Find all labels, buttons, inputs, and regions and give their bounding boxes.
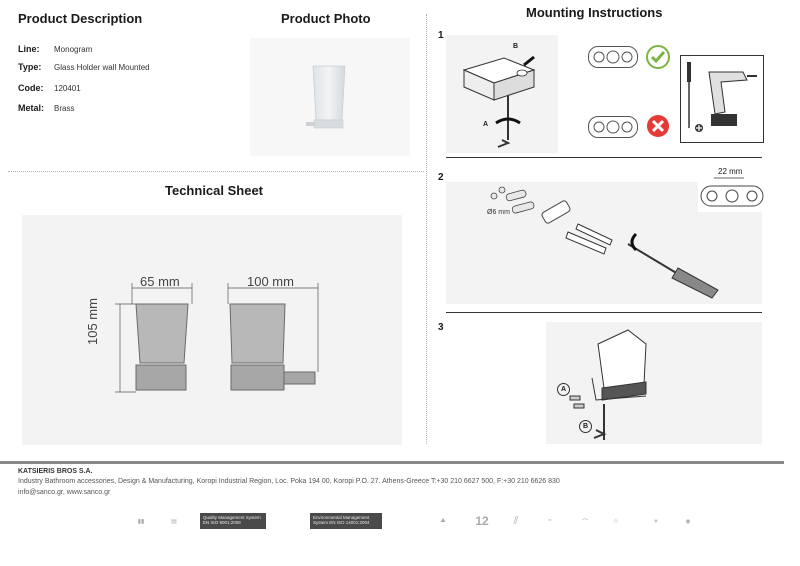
mounting-instructions-title: Mounting Instructions bbox=[526, 5, 663, 20]
step-2-number: 2 bbox=[438, 172, 444, 183]
footer-contact[interactable]: info@sanco.gr, www.sanco.gr bbox=[18, 489, 111, 496]
step-3-number: 3 bbox=[438, 322, 444, 333]
hotels-logo-icon: ▮▮ bbox=[137, 518, 145, 525]
iso9001-cert-icon: Quality Management System EN ISO 9001:20… bbox=[200, 510, 266, 532]
warranty-years-icon: 12 bbox=[475, 514, 489, 528]
screwdriver-icon bbox=[687, 62, 691, 128]
vertical-divider bbox=[426, 14, 427, 444]
spec-metal: Metal:Brass bbox=[18, 103, 75, 113]
drill-icon bbox=[708, 71, 757, 126]
cross-icon bbox=[646, 114, 670, 138]
wall-mount-arm bbox=[283, 371, 316, 385]
technical-sheet-title: Technical Sheet bbox=[165, 183, 264, 198]
brass-logo-icon: ⌒ bbox=[581, 519, 588, 526]
spacing-inset bbox=[698, 166, 766, 212]
dim-depth-label: 100 mm bbox=[247, 274, 294, 289]
glass-holder-photo bbox=[306, 65, 346, 129]
base-side bbox=[230, 364, 285, 391]
screws-icon bbox=[565, 223, 613, 255]
bracket-correct bbox=[588, 46, 638, 68]
technical-drawing bbox=[22, 215, 402, 445]
drill-size-label: Ø6 mm bbox=[487, 209, 510, 216]
sun-logo-icon: ☀ bbox=[653, 518, 659, 525]
iso14001-cert-icon: Environmental Management System EN ISO 1… bbox=[310, 510, 382, 532]
plus-icon bbox=[695, 124, 703, 132]
dimension-lines bbox=[115, 283, 319, 393]
glass-front bbox=[135, 303, 189, 364]
bracket-plate-icon bbox=[541, 200, 571, 224]
step-1-mount-illustration bbox=[446, 35, 558, 153]
step3-label-b: B bbox=[579, 420, 592, 433]
product-description-title: Product Description bbox=[18, 11, 143, 26]
dim-height-label: 105 mm bbox=[85, 298, 100, 345]
bracket-wrong bbox=[588, 116, 638, 138]
tools-box bbox=[680, 55, 764, 143]
spacing-label: 22 mm bbox=[718, 167, 743, 176]
eco-logo-icon: ◉ bbox=[685, 518, 691, 525]
footer-company: KATSIERIS BROS S.A. bbox=[18, 468, 93, 475]
quality-badge-icon: ▤ bbox=[171, 518, 177, 525]
step-divider-1 bbox=[446, 157, 762, 158]
mountain-logo-icon: ⛰ bbox=[440, 517, 446, 524]
base-front bbox=[135, 364, 187, 391]
recycle-logo-icon: ♲ bbox=[613, 518, 619, 525]
wall-anchors-icon bbox=[490, 186, 535, 214]
check-icon bbox=[646, 45, 670, 69]
spec-type: Type:Glass Holder wall Mounted bbox=[18, 62, 150, 72]
product-photo bbox=[250, 38, 410, 156]
step-1-number: 1 bbox=[438, 30, 444, 41]
spec-code: Code:120401 bbox=[18, 83, 81, 93]
spec-line: Line:Monogram bbox=[18, 44, 93, 54]
screwdriver-tool-icon bbox=[627, 232, 719, 299]
step-divider-2 bbox=[446, 312, 762, 313]
wave-logo-icon: ≈ bbox=[548, 518, 552, 524]
horizontal-divider bbox=[8, 171, 424, 172]
footer-address: Industry Bathroom accessories, Design & … bbox=[18, 478, 560, 485]
label-a: A bbox=[483, 121, 489, 128]
glass-side bbox=[229, 303, 286, 364]
footer-rule bbox=[0, 461, 784, 464]
step3-label-a: A bbox=[557, 383, 570, 396]
dim-width-label: 65 mm bbox=[140, 274, 180, 289]
label-b: B bbox=[513, 43, 519, 50]
design-logo-icon: ⫽ bbox=[513, 514, 519, 527]
product-photo-title: Product Photo bbox=[281, 11, 371, 26]
